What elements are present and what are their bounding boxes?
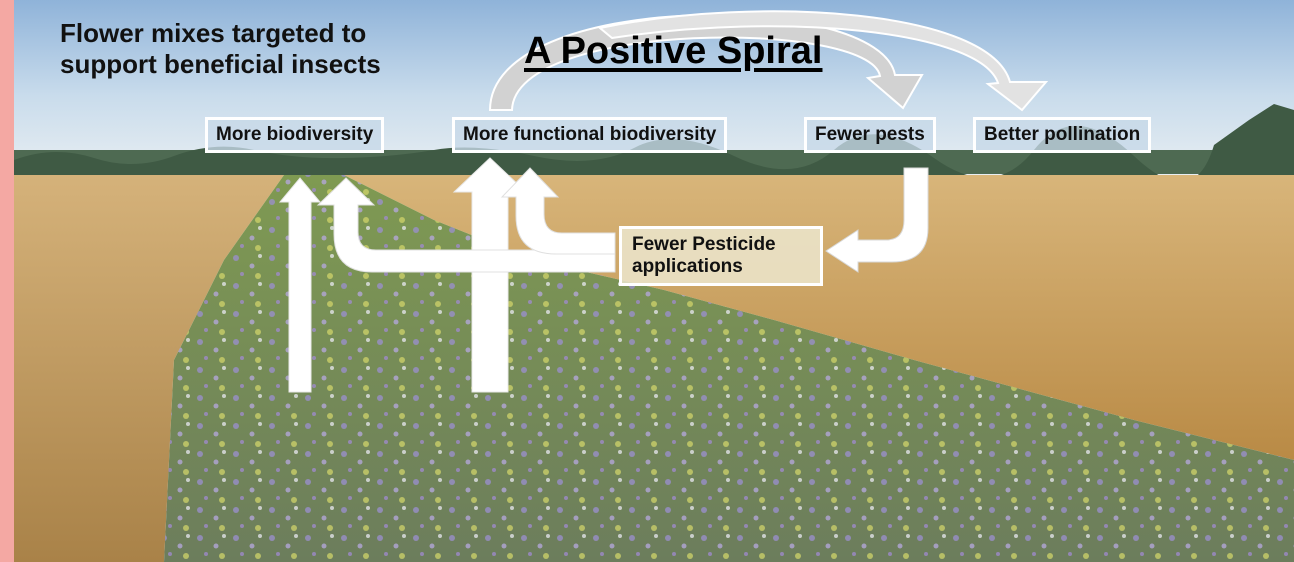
slide-heading: Flower mixes targeted to support benefic… [60, 18, 381, 79]
box-fewer-pests: Fewer pests [804, 117, 936, 153]
curved-arrow-to-fewer-pests [488, 14, 924, 111]
up-arrow-to-more-biodiversity [278, 177, 322, 393]
box-more-biodiversity: More biodiversity [205, 117, 385, 153]
arrow-pesticide-to-functional-biodiversity [500, 167, 616, 255]
up-arrow-to-functional-biodiversity [452, 157, 528, 393]
curved-arrow-to-better-pollination [597, 10, 1049, 112]
arrow-pesticide-to-more-biodiversity [316, 177, 616, 273]
arrow-fewer-pests-to-pesticide [825, 167, 929, 273]
box-fewer-pesticide-applications: Fewer Pesticide applications [619, 226, 823, 286]
accent-bar [0, 0, 14, 562]
slide-title: A Positive Spiral [524, 30, 823, 72]
box-better-pollination: Better pollination [973, 117, 1152, 153]
box-more-functional-biodiversity: More functional biodiversity [452, 117, 728, 153]
